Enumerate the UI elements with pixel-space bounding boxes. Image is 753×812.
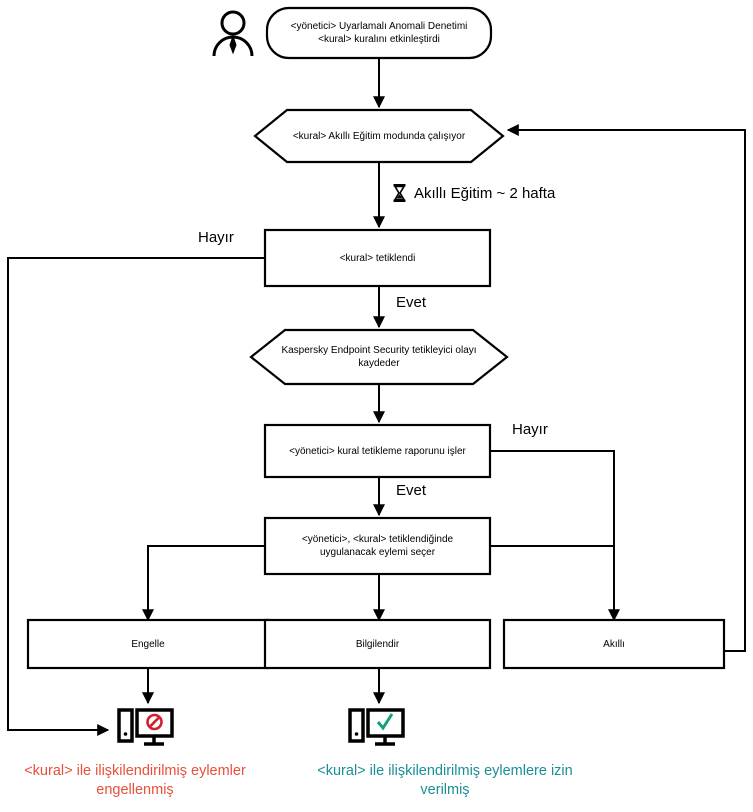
monitor-allowed-icon — [348, 708, 405, 746]
node-smart — [502, 618, 726, 670]
edge-label-triggered-yes: Evet — [396, 294, 427, 311]
node-log-event — [249, 328, 509, 386]
edge-label-report-yes: Evet — [396, 482, 427, 499]
monitor-blocked-icon — [117, 708, 174, 746]
smart-training-timer: Akıllı Eğitim ~ 2 hafta — [392, 183, 555, 203]
caption-allowed-line2: verilmiş — [420, 782, 470, 798]
caption-blocked-line2: engellenmiş — [96, 782, 174, 798]
node-smart-mode — [253, 108, 505, 164]
edge-triggered-no — [7, 257, 265, 736]
caption-blocked-line1: <kural> ile ilişkilendirilmiş eylemler — [24, 763, 246, 779]
node-rule-triggered — [263, 228, 492, 288]
edge-label-triggered-no: Hayır — [198, 229, 234, 246]
node-block — [26, 618, 270, 670]
caption-allowed: <kural> ile ilişkilendirilmiş eylemlere … — [290, 762, 600, 800]
edge-smart-loopback — [506, 124, 746, 652]
caption-blocked: <kural> ile ilişkilendirilmiş eylemler e… — [0, 762, 270, 800]
hourglass-icon — [393, 184, 406, 202]
edge-action-to-block — [142, 545, 265, 622]
node-start — [265, 6, 493, 60]
node-process-report — [263, 423, 492, 479]
edge-label-report-no: Hayır — [512, 421, 548, 438]
caption-allowed-line1: <kural> ile ilişkilendirilmiş eylemlere … — [317, 763, 573, 779]
smart-training-timer-label: Akıllı Eğitim ~ 2 hafta — [414, 184, 556, 202]
user-icon — [212, 10, 254, 57]
node-inform — [263, 618, 492, 670]
edge-report-no — [490, 450, 620, 622]
node-select-action — [263, 516, 492, 576]
